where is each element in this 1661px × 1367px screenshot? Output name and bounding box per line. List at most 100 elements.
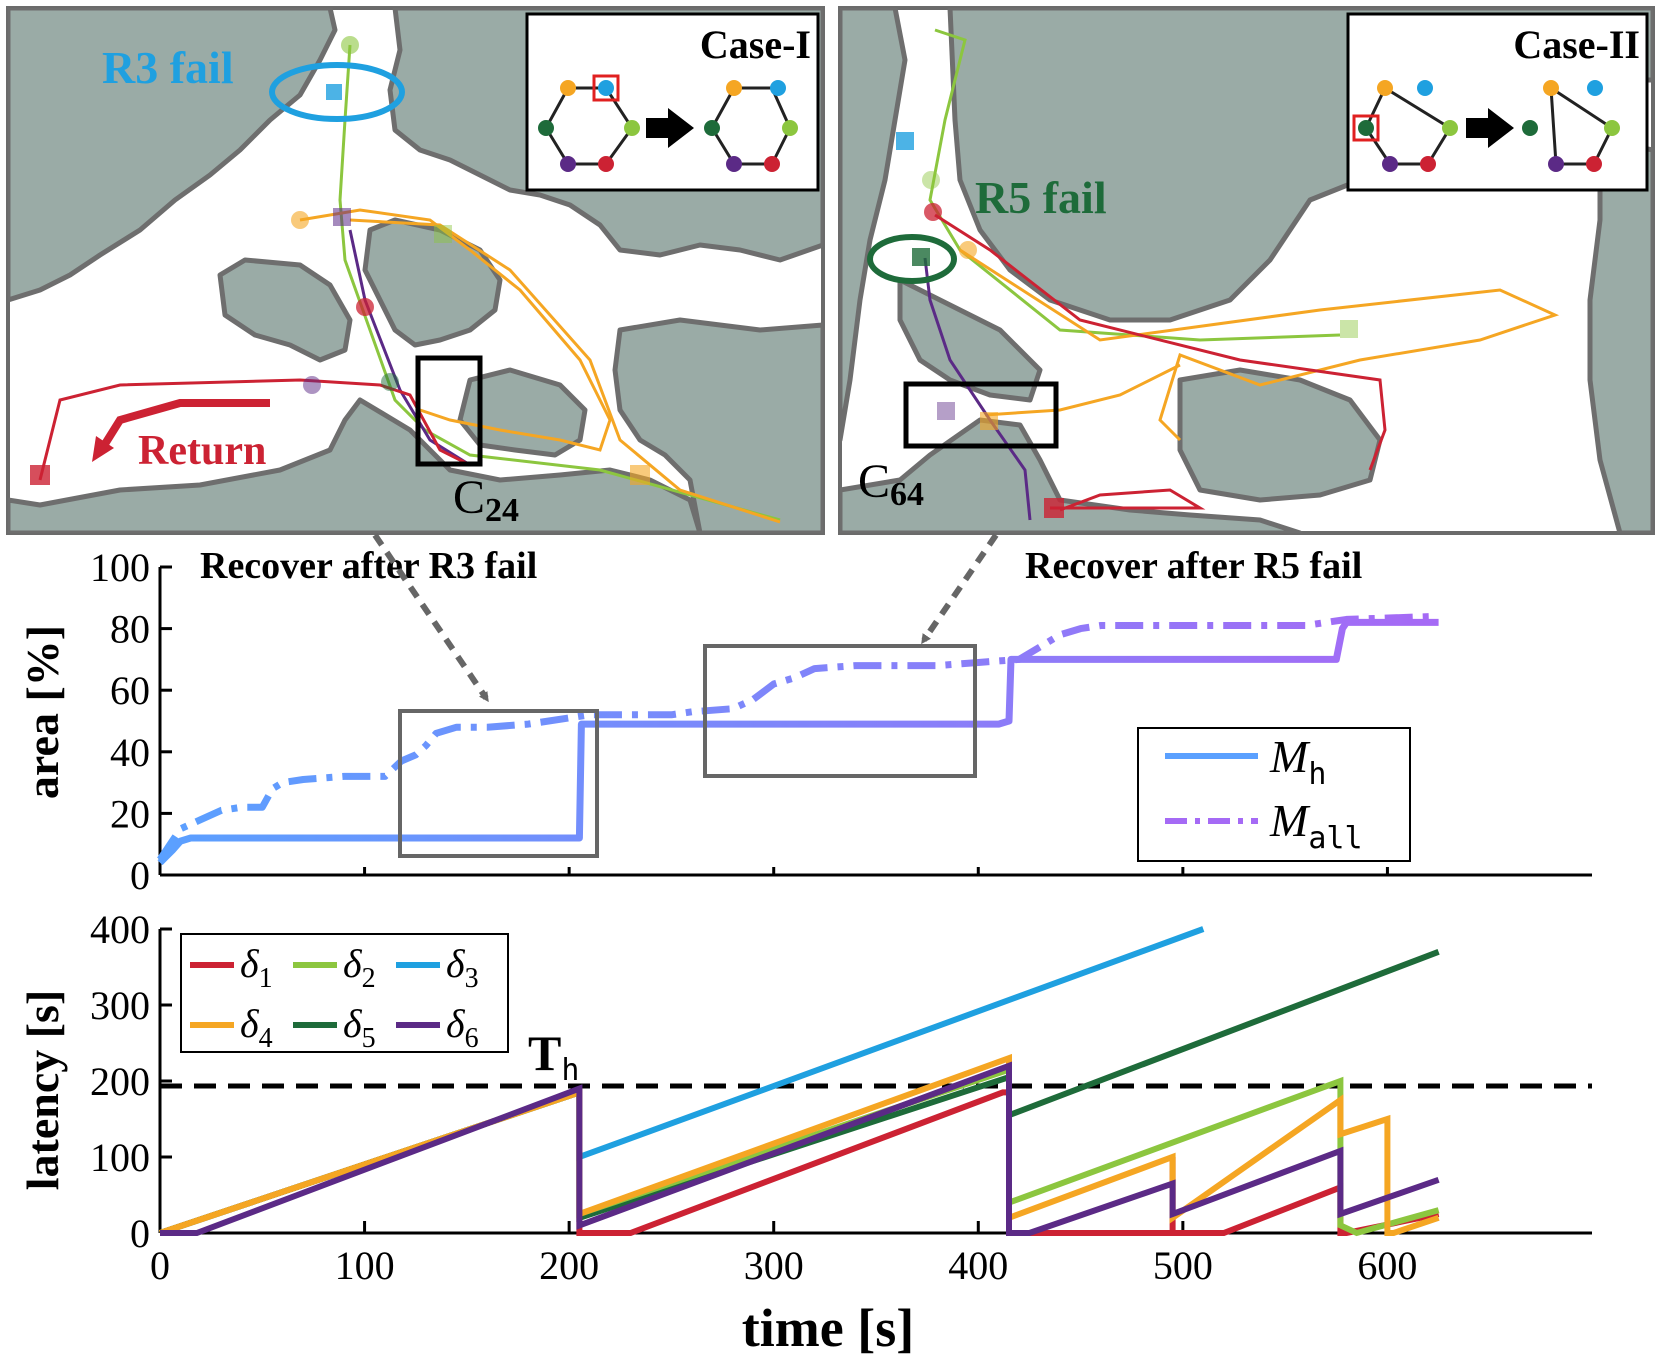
robot-r1-mid xyxy=(356,298,374,316)
corridor-c64-label: C64 xyxy=(858,455,924,513)
trajectory-r6 xyxy=(923,257,1032,521)
robot-r2-start xyxy=(341,36,359,54)
area-ytick-label: 20 xyxy=(110,791,150,836)
trajectory-r4 xyxy=(959,248,1560,442)
robot-r5-mid xyxy=(381,373,399,391)
map-left-obstacles xyxy=(8,8,823,533)
corridor-c64-box xyxy=(903,381,1059,449)
legend-label-delta-1: δ1 xyxy=(240,941,273,994)
latency-ytick-label: 100 xyxy=(90,1135,150,1180)
case-i-arrow-icon xyxy=(646,108,694,148)
r5-fail-ellipse xyxy=(867,234,957,284)
return-arrow-head xyxy=(92,436,114,462)
area-series xyxy=(157,612,1439,866)
area-ytick-label: 80 xyxy=(110,607,150,652)
legend-label-delta-5: δ5 xyxy=(343,1001,376,1054)
area-legend: Mh Mall xyxy=(1137,727,1411,862)
legend-label-mall: Mall xyxy=(1269,795,1363,856)
corridor-c24-box xyxy=(415,355,483,467)
connector-arrow-r3 xyxy=(372,533,489,703)
case-i-inset: Case-I xyxy=(525,12,820,192)
case-ii-title: Case-II xyxy=(1513,22,1640,67)
legend-label-delta-6: δ6 xyxy=(446,1001,479,1054)
robot-r6-start xyxy=(333,208,351,226)
latency-series xyxy=(159,926,1440,1237)
legend-label-delta-3: δ3 xyxy=(446,941,479,994)
latency-ytick-label: 0 xyxy=(130,1211,150,1256)
latency-xtick-label: 300 xyxy=(744,1243,804,1288)
trajectory-r4b xyxy=(349,218,781,524)
trajectory-r2 xyxy=(338,44,781,522)
trajectory-r1 xyxy=(38,378,471,481)
robot-r6-mid xyxy=(303,376,321,394)
robot-r4-goal xyxy=(630,465,650,485)
robot-r4-start xyxy=(959,241,977,259)
area-zoom-boxes xyxy=(372,533,999,858)
r3-fail-label: R3 fail xyxy=(102,42,234,93)
zoom-box-r5 xyxy=(703,644,977,778)
zoom-box-r3 xyxy=(398,709,599,858)
map-left-markers xyxy=(30,36,650,485)
r5-fail-label: R5 fail xyxy=(975,172,1107,223)
area-ylabel: area [%] xyxy=(17,625,68,799)
trajectory-r6 xyxy=(348,229,471,467)
corridor-c24-label: C24 xyxy=(453,471,519,529)
series-m-h xyxy=(157,618,1439,866)
map-right: R5 fail C64 Case-II xyxy=(838,6,1655,535)
trajectory-r2 xyxy=(928,28,1341,342)
latency-xtick-label: 200 xyxy=(539,1243,599,1288)
legend-label-delta-2: δ2 xyxy=(343,941,376,994)
threshold-label: Th xyxy=(528,1025,579,1088)
latency-ylabel: latency [s] xyxy=(17,990,68,1191)
recover-r5-label: Recover after R5 fail xyxy=(1025,545,1362,587)
trajectory-r4 xyxy=(299,208,612,452)
return-arrow xyxy=(96,399,270,455)
robot-r6-goal xyxy=(937,402,955,420)
connector-arrow-r5 xyxy=(921,533,999,645)
robot-r4-start xyxy=(291,211,309,229)
robot-r3-failed xyxy=(326,84,342,100)
area-ytick-label: 40 xyxy=(110,730,150,775)
legend-label-mh: Mh xyxy=(1269,731,1326,792)
latency-ytick-label: 300 xyxy=(90,983,150,1028)
map-right-markers xyxy=(896,132,1358,518)
latency-xtick-label: 500 xyxy=(1153,1243,1213,1288)
map-left-trajectories xyxy=(38,44,781,524)
robot-r1-goal xyxy=(1044,498,1064,518)
latency-xtick-label: 400 xyxy=(948,1243,1008,1288)
area-ytick-label: 100 xyxy=(90,545,150,590)
latency-xtick-label: 100 xyxy=(335,1243,395,1288)
legend-label-delta-4: δ4 xyxy=(240,1001,273,1054)
latency-xtick-label: 0 xyxy=(150,1243,170,1288)
robot-r2-goal xyxy=(434,225,452,243)
case-ii-inset: Case-II xyxy=(1346,12,1649,192)
map-right-trajectories xyxy=(923,28,1560,521)
return-label: Return xyxy=(138,428,266,474)
robot-r4-goal xyxy=(980,412,998,430)
robot-r5-failed xyxy=(912,248,930,266)
r3-fail-ellipse xyxy=(269,62,405,122)
series-delta-6 xyxy=(160,1061,1440,1236)
trajectory-r1b xyxy=(1050,488,1206,512)
latency-ytick-label: 200 xyxy=(90,1059,150,1104)
robot-r1-goal xyxy=(30,465,50,485)
recover-r3-label: Recover after R3 fail xyxy=(200,545,537,587)
robot-r2-start xyxy=(922,171,940,189)
latency-xtick-label: 600 xyxy=(1357,1243,1417,1288)
latency-legend: δ1 δ2 δ3 δ4 δ5 δ6 xyxy=(180,933,509,1054)
case-ii-arrow-icon xyxy=(1466,108,1514,148)
map-left: R3 fail Return C24 Case-I xyxy=(6,6,825,535)
latency-xlabel: time [s] xyxy=(742,1298,914,1358)
area-ytick-label: 60 xyxy=(110,668,150,713)
case-i-title: Case-I xyxy=(700,22,811,67)
trajectory-r4b xyxy=(984,363,1181,417)
latency-ytick-label: 400 xyxy=(90,907,150,952)
trajectory-r1 xyxy=(934,213,1387,471)
latency-chart: 0 100 200 300 400 0 100 200 300 400 500 600 Th late… xyxy=(17,907,1592,1358)
robot-r2-goal xyxy=(1340,320,1358,338)
series-delta-2 xyxy=(159,1065,1440,1237)
robot-r1-start xyxy=(924,203,942,221)
